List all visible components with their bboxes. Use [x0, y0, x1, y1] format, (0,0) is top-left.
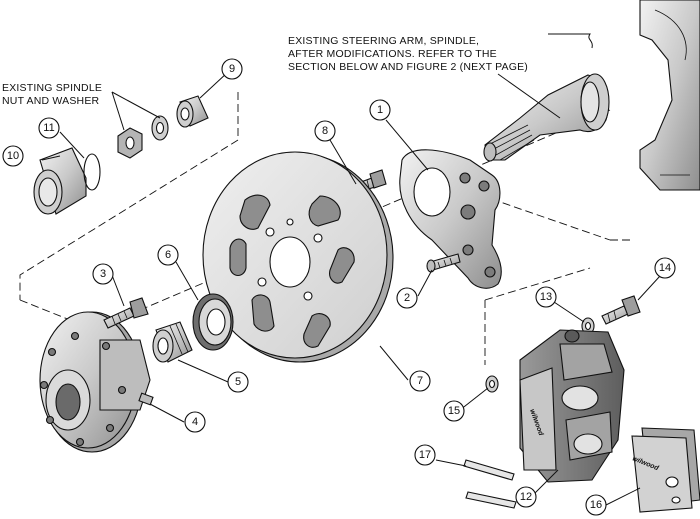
callout-10: 10: [2, 145, 24, 167]
leader-lines: [41, 33, 661, 507]
callout-7: 7: [409, 370, 431, 392]
callout-9: 9: [221, 58, 243, 80]
steering-arm-note-line-3: SECTION BELOW AND FIGURE 2 (NEXT PAGE): [288, 61, 528, 73]
callout-5-label: 5: [235, 376, 241, 388]
callout-1-label: 1: [377, 104, 383, 116]
steering-arm-note-line-1: EXISTING STEERING ARM, SPINDLE,: [288, 35, 479, 47]
part-1-caliper-bracket: [399, 149, 502, 289]
callout-12: 12: [515, 486, 537, 508]
part-17-retainer-pins: [463, 459, 517, 509]
steering-arm-note-line-2: AFTER MODIFICATIONS. REFER TO THE: [288, 48, 497, 60]
part-11-o-ring: [83, 153, 101, 191]
callout-16-label: 16: [590, 499, 602, 511]
callout-15: 15: [443, 400, 465, 422]
spindle-nut-note-line-2: NUT AND WASHER: [2, 95, 100, 107]
spindle-nut-note-line-1: EXISTING SPINDLE: [2, 82, 102, 94]
callout-13-label: 13: [540, 291, 552, 303]
callout-7-label: 7: [417, 375, 423, 387]
callout-10-label: 10: [7, 150, 19, 162]
part-15-washer: [485, 375, 499, 393]
part-3-wheel-stud: [103, 297, 149, 329]
part-5-inner-bearing: [152, 321, 193, 363]
part-4-wheel-hub: [39, 311, 154, 453]
part-6-grease-seal: [192, 293, 234, 351]
callout-9-label: 9: [229, 63, 235, 75]
callout-16: 16: [585, 494, 607, 516]
callout-8-label: 8: [322, 125, 328, 137]
spindle-nut-note: EXISTING SPINDLE NUT AND WASHER: [2, 82, 102, 107]
callout-12-label: 12: [520, 491, 532, 503]
callout-2: 2: [396, 287, 418, 309]
callout-15-label: 15: [448, 405, 460, 417]
callout-11: 11: [38, 117, 60, 139]
part-16-brake-pads: wilwood: [631, 427, 700, 513]
callout-17: 17: [414, 444, 436, 466]
part-14-caliper-bolt: [601, 295, 641, 325]
callout-13: 13: [535, 286, 557, 308]
callout-14: 14: [654, 257, 676, 279]
callout-3: 3: [92, 263, 114, 285]
part-10-dust-cap: [33, 147, 87, 215]
callout-5: 5: [227, 371, 249, 393]
callout-1: 1: [369, 99, 391, 121]
callout-11-label: 11: [43, 122, 54, 134]
callout-6: 6: [157, 244, 179, 266]
callout-8: 8: [314, 120, 336, 142]
callout-3-label: 3: [100, 268, 106, 280]
callout-2-label: 2: [404, 292, 410, 304]
callout-14-label: 14: [659, 262, 671, 274]
part-12-brake-caliper: wilwood: [519, 329, 625, 483]
callout-4: 4: [184, 411, 206, 433]
existing-steering-arm-spindle: [483, 0, 700, 191]
steering-arm-note: EXISTING STEERING ARM, SPINDLE, AFTER MO…: [288, 35, 528, 73]
callout-4-label: 4: [192, 416, 198, 428]
part-7-brake-rotor: [202, 151, 394, 363]
existing-spindle-nut-and-washer: [117, 115, 169, 159]
part-9-outer-bearing: [176, 95, 209, 128]
callout-17-label: 17: [419, 449, 431, 461]
part-2-bracket-bolt: [426, 253, 461, 273]
callout-6-label: 6: [165, 249, 171, 261]
